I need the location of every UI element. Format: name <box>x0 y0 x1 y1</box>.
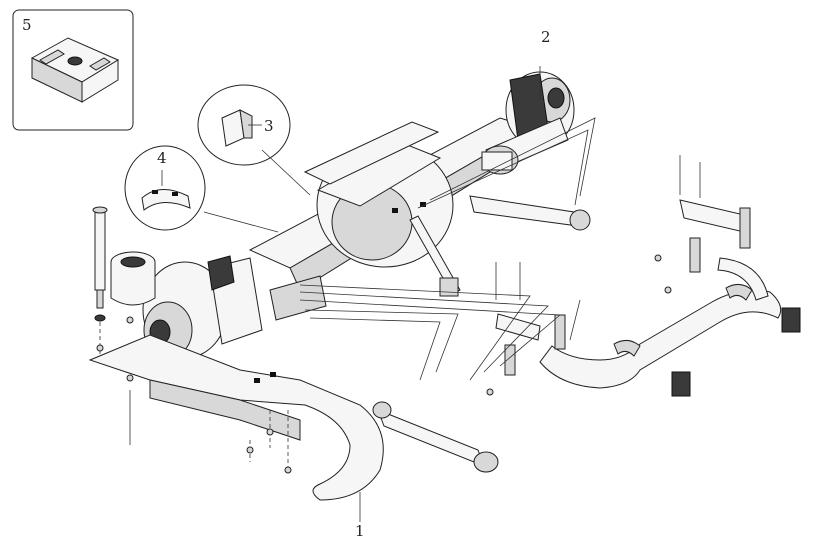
stabilizer-bar <box>539 257 801 397</box>
air-spring-left <box>110 251 156 306</box>
right-brake-chamber <box>481 145 519 175</box>
v-rod <box>409 215 461 297</box>
torque-rod-lower <box>372 401 499 473</box>
inset-frame-part-5 <box>12 9 134 131</box>
fasteners <box>96 155 701 474</box>
torque-rod-upper <box>469 195 591 231</box>
stabilizer-brackets <box>495 199 753 376</box>
callout-label-3: 3 <box>264 117 274 135</box>
leader-lines <box>299 66 596 522</box>
bubble-part-4 <box>124 145 279 233</box>
bubble-part-3 <box>197 84 311 196</box>
callout-label-1: 1 <box>355 522 365 540</box>
callout-label-4: 4 <box>157 149 167 167</box>
callout-label-2: 2 <box>541 28 551 46</box>
pad-plate-part-5 <box>30 37 120 103</box>
shock-absorber <box>92 206 108 355</box>
subframe-part-1 <box>88 334 384 501</box>
callout-label-5: 5 <box>22 16 32 34</box>
right-wheel-hub <box>485 71 575 173</box>
